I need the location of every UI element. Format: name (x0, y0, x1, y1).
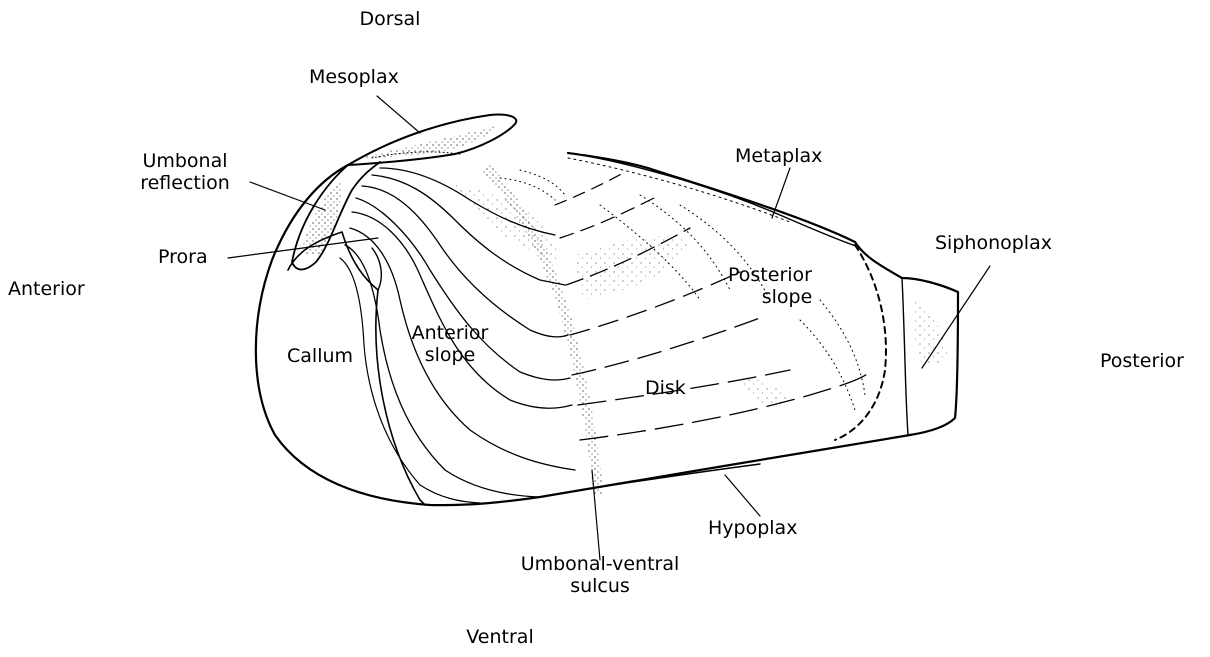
ventral-label: Ventral (430, 626, 570, 648)
posterior-slope-line2: slope (700, 286, 840, 308)
prora-label: Prora (158, 246, 208, 268)
siphonoplax-edge (902, 278, 908, 435)
umbonal-ventral-sulcus-label: Umbonal-ventral sulcus (495, 553, 705, 597)
umbonal-reflection-line2: reflection (120, 172, 250, 194)
hypoplax-line (540, 464, 760, 497)
umbonal-reflection-label: Umbonal reflection (120, 150, 250, 194)
dorsal-label: Dorsal (320, 8, 460, 30)
metaplax-label: Metaplax (735, 145, 822, 167)
umbonal-ventral-sulcus-line1: Umbonal-ventral (495, 553, 705, 575)
shell-outline (256, 153, 958, 505)
anterior-slope-label: Anterior slope (395, 322, 505, 366)
disk-label: Disk (645, 377, 686, 399)
callum-margin (288, 232, 378, 290)
anterior-slope-line1: Anterior (395, 322, 505, 344)
anterior-label: Anterior (8, 278, 85, 300)
leader-metaplax (772, 168, 790, 218)
leader-hypoplax (725, 475, 760, 516)
mesoplax-label: Mesoplax (309, 66, 399, 88)
anterior-slope-line2: slope (395, 344, 505, 366)
leader-umbonal-reflection (250, 182, 325, 210)
posterior-slope-line1: Posterior (700, 264, 840, 286)
posterior-label: Posterior (1100, 350, 1184, 372)
umbonal-ventral-sulcus-line2: sulcus (495, 575, 705, 597)
mesoplax-stipple (360, 125, 500, 158)
posterior-slope-label: Posterior slope (700, 264, 840, 308)
leader-mesoplax (377, 96, 420, 133)
umbonal-reflection-line1: Umbonal (120, 150, 250, 172)
siphonoplax-label: Siphonoplax (935, 232, 1052, 254)
callum-label: Callum (287, 345, 353, 367)
hypoplax-label: Hypoplax (708, 517, 797, 539)
